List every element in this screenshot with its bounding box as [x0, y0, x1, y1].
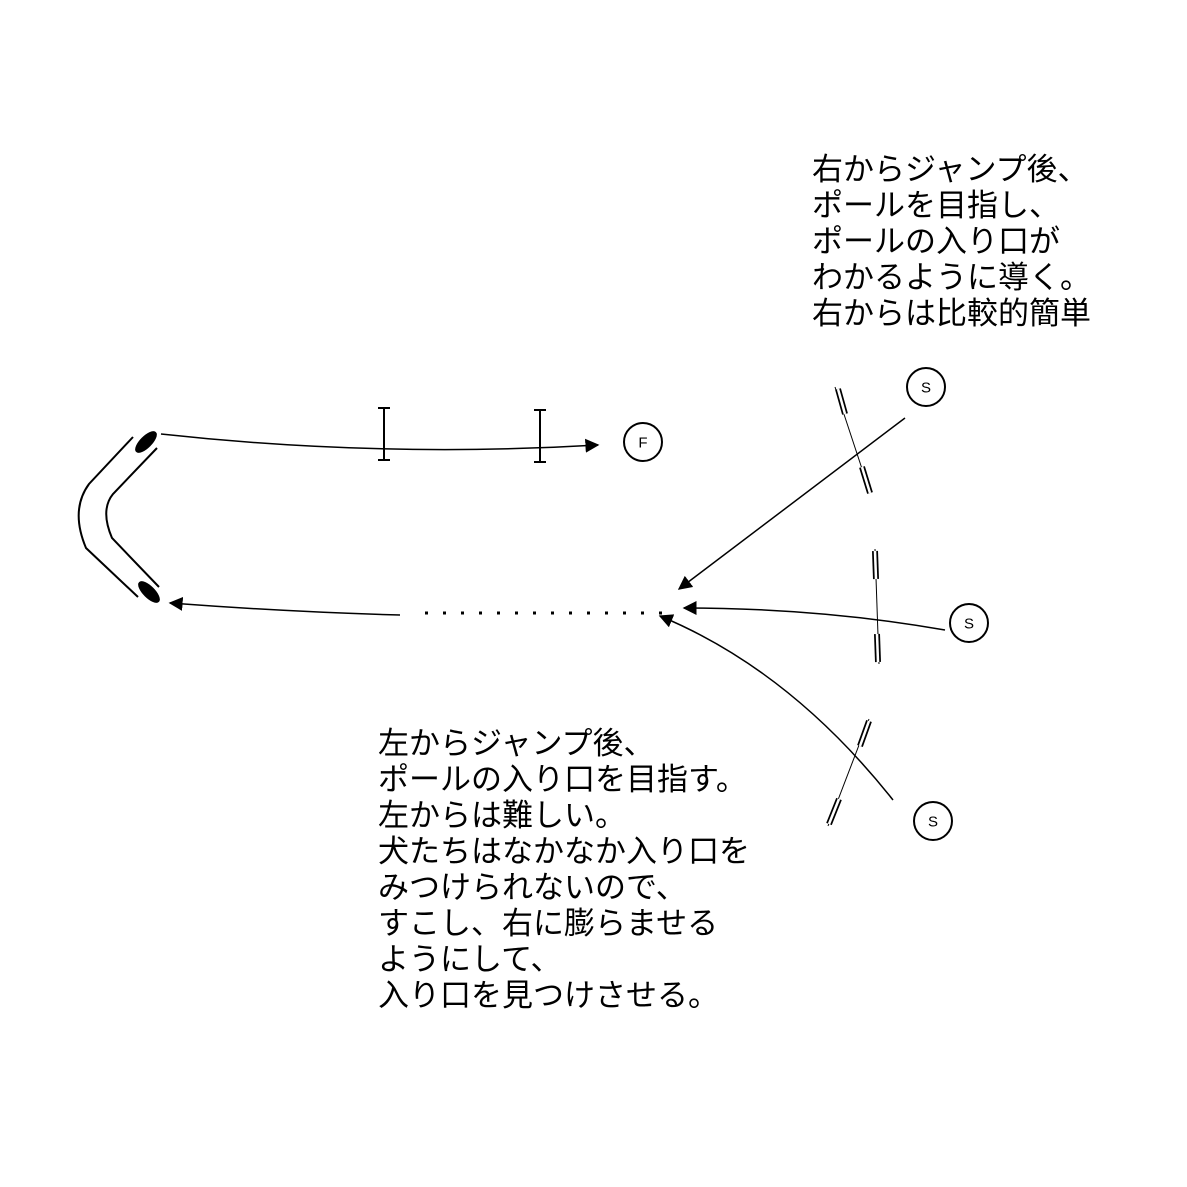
- note-right-line: ポールを目指し、: [812, 188, 1060, 224]
- approach-path-top: [677, 417, 906, 590]
- start-label-top: S: [921, 380, 931, 397]
- jump-3: [834, 386, 873, 494]
- note-left-line: みつけられないので、: [378, 870, 687, 906]
- start-label-bottom: S: [928, 814, 938, 831]
- tunnel-inner-wall: [105, 447, 160, 588]
- finish-marker: F: [623, 422, 663, 462]
- note-right-approach: 右からジャンプ後、ポールを目指し、ポールの入り口がわかるように導く。右からは比較…: [812, 152, 1091, 332]
- note-left-line: ポールの入り口を目指す。: [378, 762, 747, 798]
- jump-2: [534, 409, 546, 463]
- start-label-middle: S: [964, 616, 974, 633]
- note-right-line: わかるように導く。: [812, 260, 1091, 296]
- tunnel-top-opening: [135, 431, 157, 453]
- jump-5: [826, 718, 872, 827]
- note-left-line: 入り口を見つけさせる。: [378, 978, 719, 1014]
- start-marker-top: S: [906, 367, 946, 407]
- note-left-line: 左からは難しい。: [378, 798, 626, 834]
- approach-path-middle: [682, 601, 946, 631]
- note-right-line: 右からジャンプ後、: [812, 152, 1089, 188]
- path-to-tunnel: [168, 596, 401, 616]
- tunnel-outer-wall: [77, 436, 139, 598]
- note-left-line: 犬たちはなかなか入り口を: [378, 834, 750, 870]
- note-right-line: ポールの入り口が: [812, 224, 1060, 260]
- start-marker-middle: S: [949, 603, 989, 643]
- approach-path-bottom: [658, 614, 894, 801]
- note-left-line: 左からジャンプ後、: [378, 726, 655, 762]
- jump-4: [872, 548, 881, 665]
- tunnel: [77, 431, 160, 603]
- tunnel-bottom-opening: [138, 581, 160, 603]
- jump-1: [378, 407, 390, 461]
- note-left-line: すこし、右に膨らませる: [378, 906, 719, 942]
- path-to-finish: [160, 433, 600, 453]
- note-left-approach: 左からジャンプ後、ポールの入り口を目指す。左からは難しい。犬たちはなかなか入り口…: [378, 726, 750, 1014]
- finish-label: F: [638, 435, 647, 452]
- note-left-line: ようにして、: [378, 942, 562, 978]
- note-right-line: 右からは比較的簡単: [812, 296, 1091, 332]
- start-marker-bottom: S: [913, 801, 953, 841]
